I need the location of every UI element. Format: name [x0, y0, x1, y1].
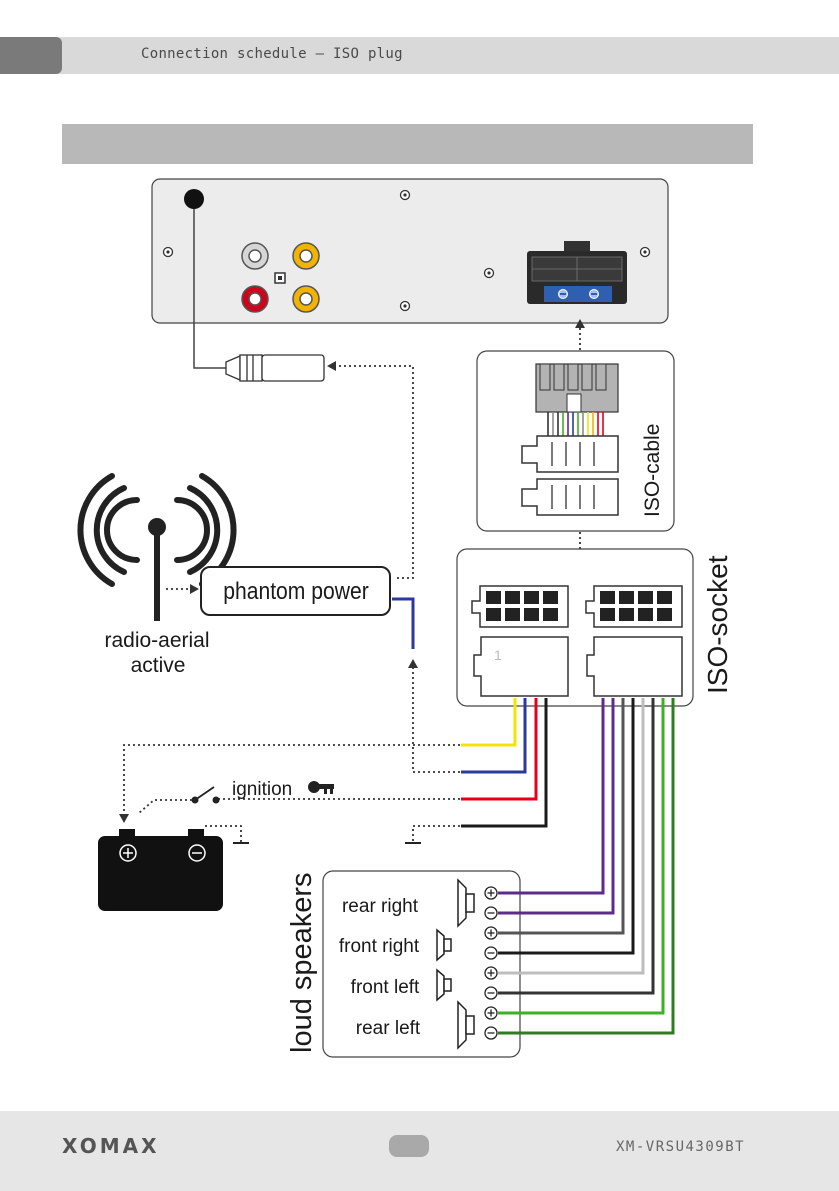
rca-yellow-jack-1: [293, 243, 319, 269]
rca-yellow-jack-2: [293, 286, 319, 312]
head-unit-panel: [152, 179, 668, 323]
key-icon: [308, 781, 334, 794]
page-number-badge: [389, 1135, 429, 1157]
speaker-label-front-left: front left: [351, 977, 420, 998]
ignition-label: ignition: [232, 779, 292, 800]
antenna-plug: [226, 355, 324, 381]
iso-socket-box: 1 ISO-socket: [457, 549, 733, 706]
socket-pin-label: 1: [494, 647, 502, 663]
rca-white-jack: [242, 243, 268, 269]
antenna-jack: [184, 189, 204, 209]
battery-icon: [98, 829, 223, 911]
brand-logo: XOMAX: [62, 1134, 160, 1158]
loud-speakers-label: loud speakers: [286, 872, 318, 1053]
speaker-label-front-right: front right: [339, 936, 420, 957]
active-label: active: [131, 654, 186, 677]
rca-red-jack: [242, 286, 268, 312]
phantom-power-label: phantom power: [223, 578, 369, 605]
iso-socket-label: ISO-socket: [702, 555, 733, 694]
speaker-label-rear-right: rear right: [342, 896, 419, 917]
iso-cable-box: ISO-cable: [477, 351, 674, 531]
radio-aerial-label: radio-aerial: [104, 629, 209, 652]
iso-cable-label: ISO-cable: [641, 424, 664, 517]
wire-yellow: [461, 698, 546, 826]
model-number: XM-VRSU4309BT: [616, 1139, 745, 1155]
speaker-label-rear-left: rear left: [356, 1018, 421, 1039]
